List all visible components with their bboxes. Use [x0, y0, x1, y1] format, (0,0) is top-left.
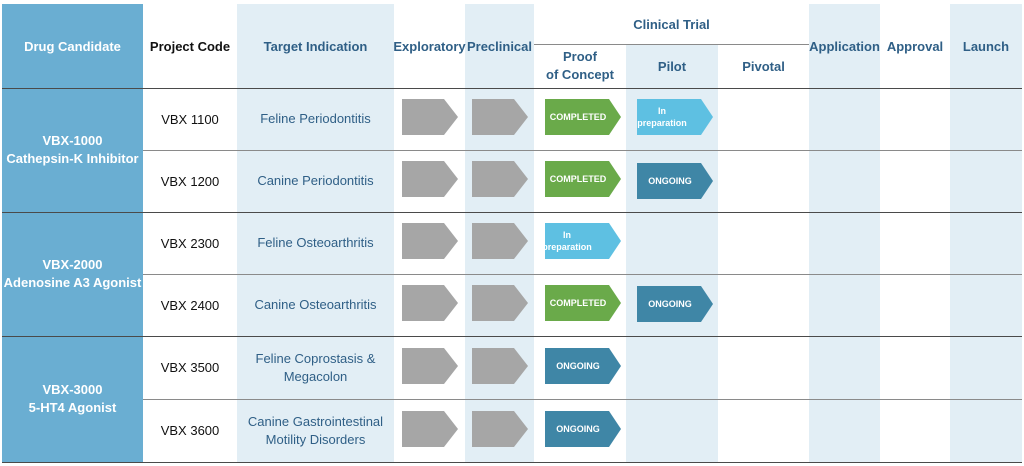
header-launch: Launch	[962, 38, 1010, 54]
table-bottom-rule	[2, 462, 1022, 463]
project-code: VBX 1100	[161, 111, 219, 127]
pilot-in-preparation-arrow: In preparation	[637, 99, 713, 135]
candidate-subtitle: 5-HT4 Agonist	[28, 400, 117, 415]
status-label: COMPLETED	[549, 174, 607, 184]
status-line2: preparation	[542, 242, 592, 252]
target-indication-column	[237, 4, 394, 462]
status-label: ONGOING	[556, 361, 600, 371]
preclinical-done-arrow	[472, 348, 528, 384]
header-pilot: Pilot	[657, 58, 687, 74]
row-divider	[143, 274, 1022, 275]
row-divider	[143, 399, 1022, 400]
drug-candidate-column	[2, 4, 143, 462]
project-code: VBX 3500	[160, 360, 220, 375]
indication-line2: Megacolon	[283, 368, 348, 384]
group-divider	[2, 212, 1022, 213]
row-divider	[143, 150, 1022, 151]
exploratory-done-arrow	[402, 161, 458, 197]
status-label: ONGOING	[648, 176, 692, 186]
target-indication: Feline Periodontitis	[260, 111, 371, 126]
indication-line1: Canine Gastrointestinal	[247, 413, 384, 429]
candidate-name: VBX-2000	[42, 257, 103, 272]
status-label: ONGOING	[648, 299, 692, 309]
project-code: VBX 1200	[160, 173, 220, 189]
poc-completed-arrow: COMPLETED	[545, 99, 621, 135]
status-label: In preparation	[542, 223, 592, 259]
status-line1: In	[563, 230, 571, 240]
poc-completed-arrow: COMPLETED	[545, 285, 621, 321]
preclinical-done-arrow	[472, 99, 528, 135]
status-label: In preparation	[637, 99, 687, 135]
header-pivotal: Pivotal	[742, 58, 785, 74]
header-approval: Approval	[886, 38, 944, 54]
candidate-subtitle: Adenosine A3 Agonist	[3, 275, 142, 290]
status-line1: In	[658, 106, 666, 116]
candidate-subtitle: Cathepsin-K Inhibitor	[6, 151, 139, 166]
header-proof-of-concept: Proof of Concept	[534, 44, 626, 88]
project-code: VBX 2400	[160, 297, 220, 313]
launch-column	[950, 4, 1022, 462]
header-project-code: Project Code	[149, 38, 231, 54]
status-label: COMPLETED	[549, 112, 607, 122]
preclinical-done-arrow	[472, 223, 528, 259]
candidate-name: VBX-1000	[42, 133, 103, 148]
poc-in-preparation-arrow: In preparation	[542, 223, 621, 259]
candidate-name: VBX-3000	[42, 382, 103, 397]
project-code: VBX 2300	[160, 235, 220, 251]
header-proof-line1: Proof	[563, 49, 597, 64]
preclinical-done-arrow	[472, 411, 528, 447]
exploratory-done-arrow	[402, 223, 458, 259]
header-drug-candidate: Drug Candidate	[24, 38, 121, 54]
target-indication: Feline Coprostasis & Megacolon	[237, 336, 394, 399]
group-divider	[2, 336, 1022, 337]
application-column	[809, 4, 880, 462]
status-line2: preparation	[637, 118, 687, 128]
preclinical-done-arrow	[472, 285, 528, 321]
preclinical-done-arrow	[472, 161, 528, 197]
header-application: Application	[809, 38, 880, 54]
exploratory-done-arrow	[402, 285, 458, 321]
project-code: VBX 3600	[160, 423, 220, 438]
header-preclinical: Preclinical	[466, 38, 533, 54]
candidate-vbx-2000: VBX-2000 Adenosine A3 Agonist	[2, 212, 143, 336]
poc-ongoing-arrow: ONGOING	[545, 411, 621, 447]
status-label: ONGOING	[556, 424, 600, 434]
exploratory-done-arrow	[402, 348, 458, 384]
clinical-trial-divider	[534, 44, 809, 45]
header-target-indication: Target Indication	[263, 38, 368, 54]
candidate-vbx-3000: VBX-3000 5-HT4 Agonist	[2, 336, 143, 462]
header-proof-line2: of Concept	[546, 67, 614, 82]
exploratory-done-arrow	[402, 411, 458, 447]
indication-line2: Motility Disorders	[265, 431, 366, 447]
target-indication: Feline Osteoarthritis	[257, 235, 374, 250]
target-indication: Canine Periodontitis	[257, 173, 374, 188]
candidate-vbx-1000: VBX-1000 Cathepsin-K Inhibitor	[2, 88, 143, 212]
target-indication: Canine Osteoarthritis	[254, 297, 377, 312]
header-exploratory: Exploratory	[393, 38, 466, 54]
indication-line1: Feline Coprostasis &	[255, 350, 376, 366]
poc-ongoing-arrow: ONGOING	[545, 348, 621, 384]
header-clinical-trial: Clinical Trial	[633, 16, 710, 32]
pilot-ongoing-arrow: ONGOING	[637, 286, 713, 322]
pilot-ongoing-arrow: ONGOING	[637, 163, 713, 199]
status-label: COMPLETED	[549, 298, 607, 308]
exploratory-done-arrow	[402, 99, 458, 135]
poc-completed-arrow: COMPLETED	[545, 161, 621, 197]
target-indication: Canine Gastrointestinal Motility Disorde…	[237, 399, 394, 462]
header-bottom-rule	[2, 88, 1022, 89]
